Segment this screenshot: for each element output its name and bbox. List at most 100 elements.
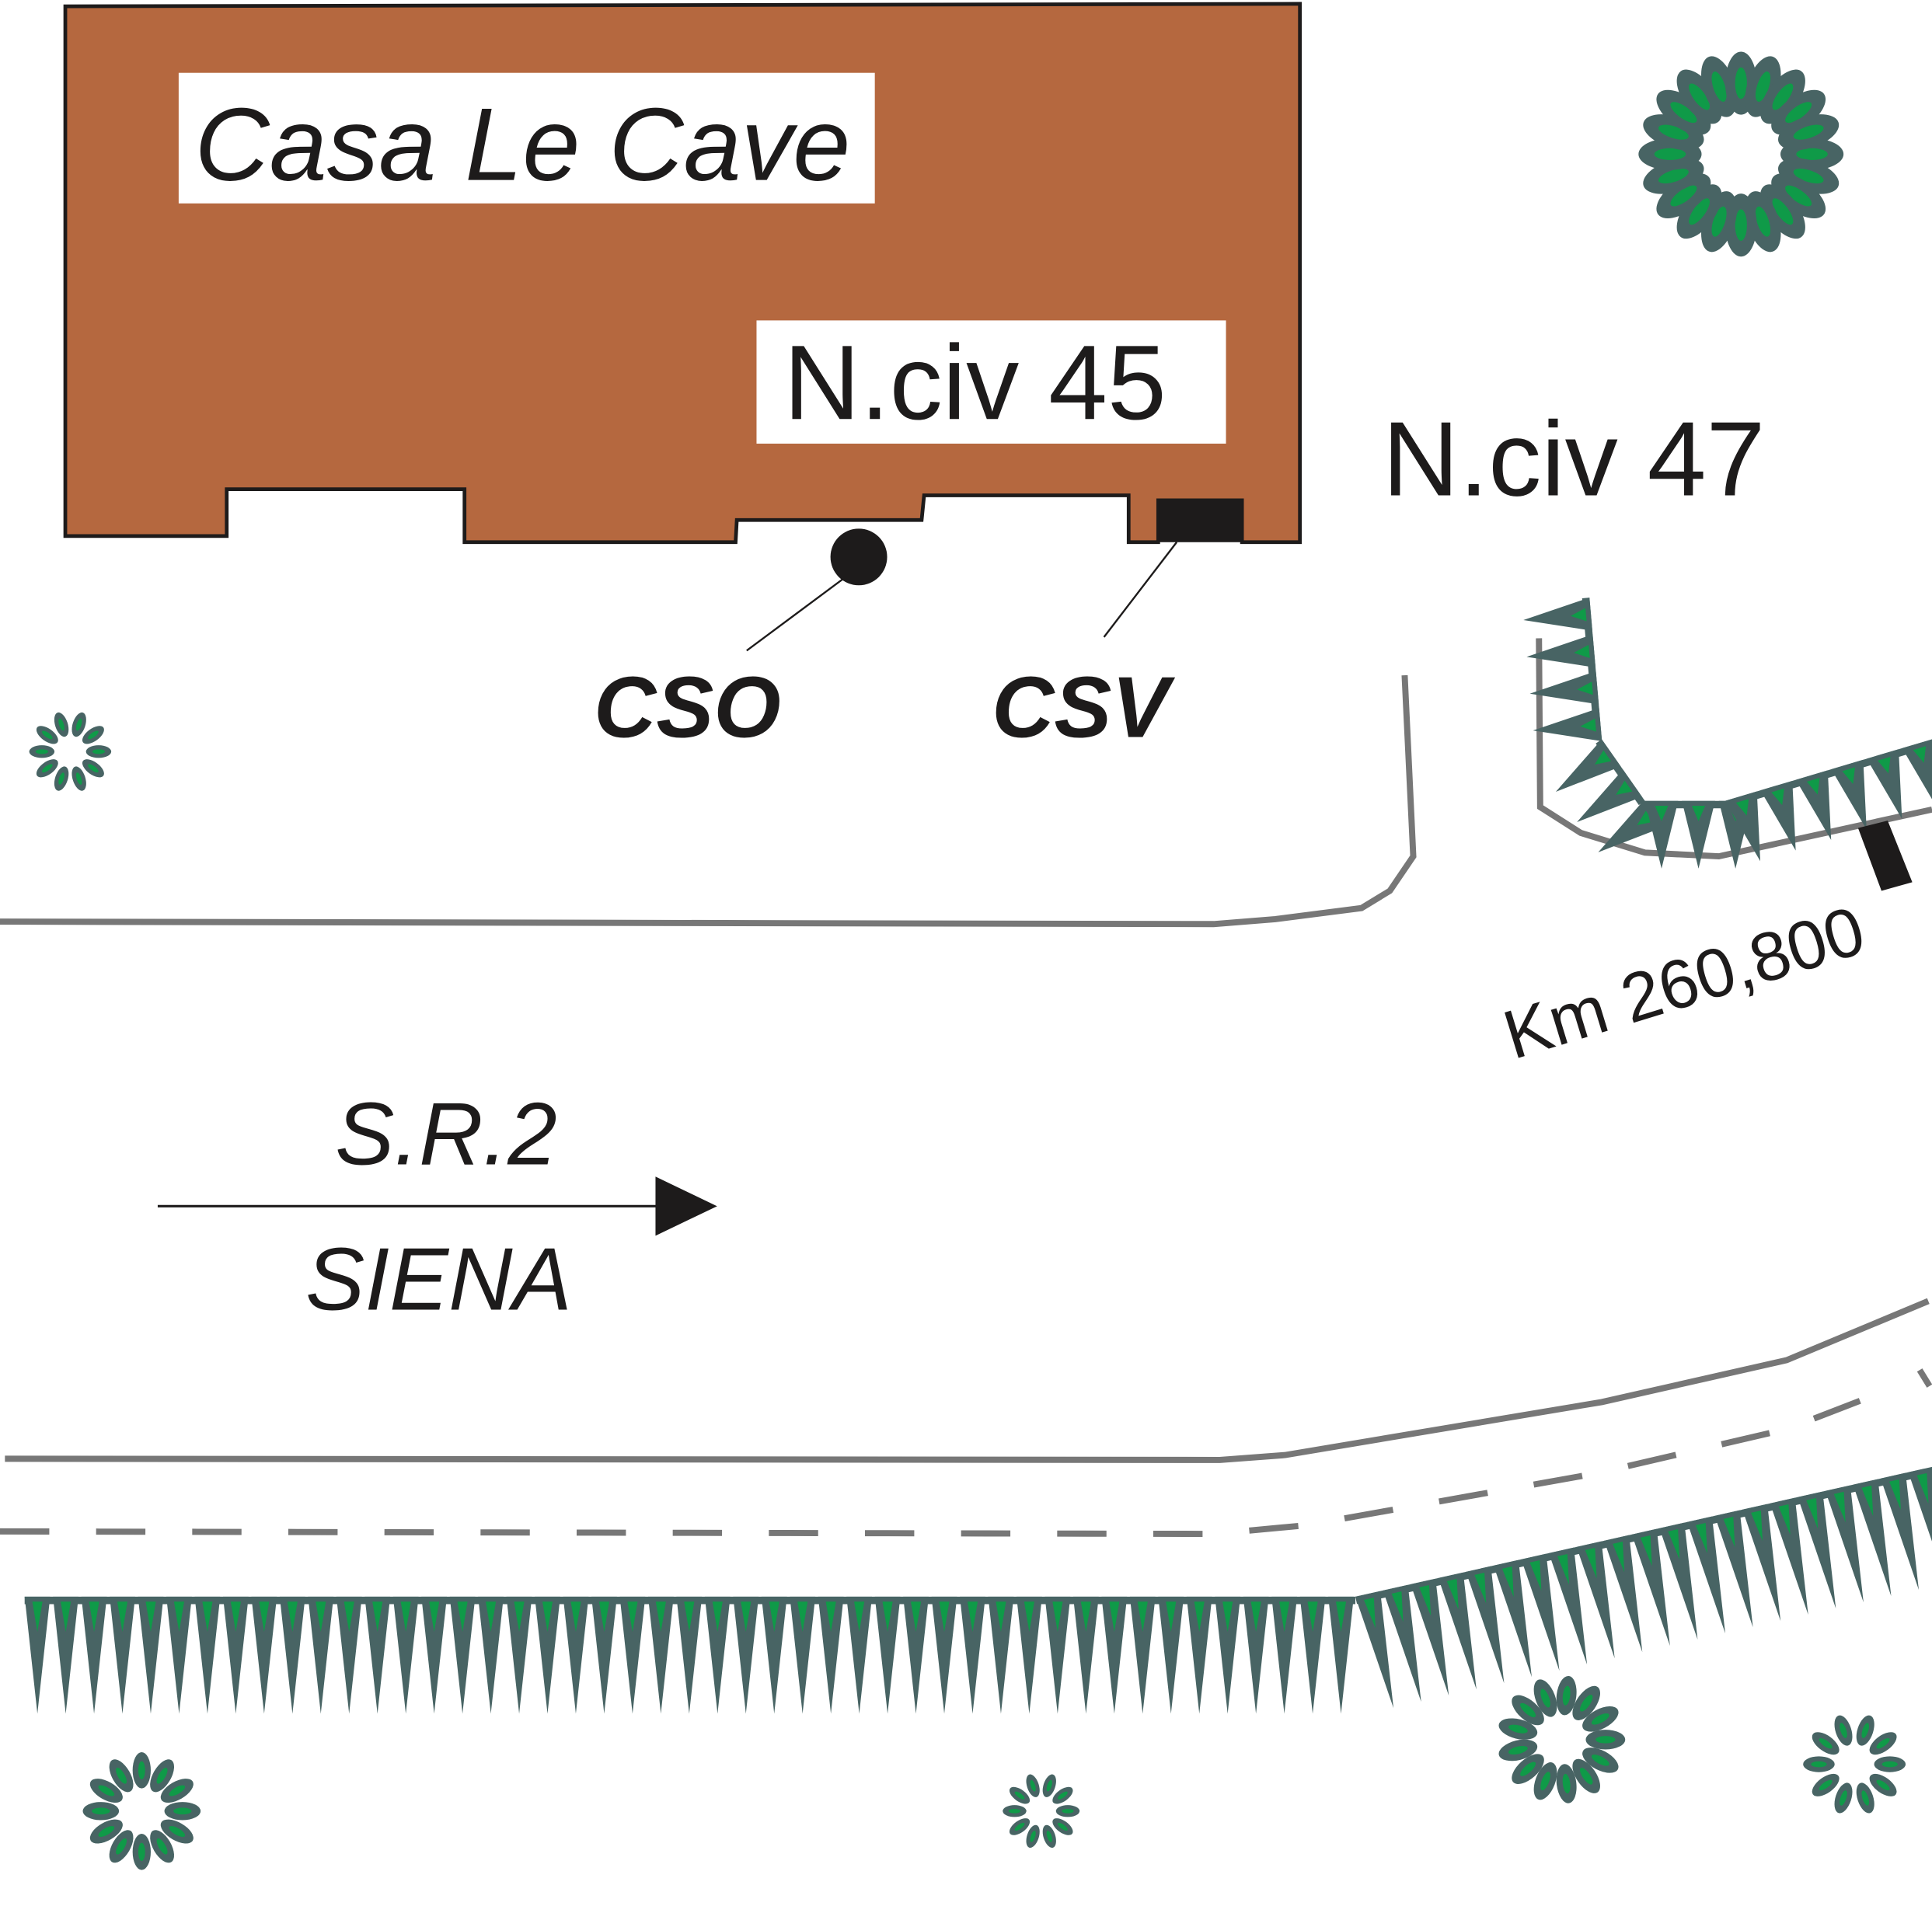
hedge-spike [1072,1596,1099,1714]
csv-leader-line [1103,542,1178,638]
hedge-spike-leaf [1861,1485,1874,1517]
hedge-spike-leaf [1080,1601,1091,1633]
hedge-spike-leaf [145,1601,156,1633]
hedge-spike-leaf [570,1601,581,1633]
hedge-spike [1631,1528,1670,1646]
hedge-spike [704,1596,731,1714]
hedge-spike-leaf [1695,1522,1707,1554]
hedge-spike-leaf [1574,644,1590,658]
house-number-47: N.civ 47 [1383,400,1765,518]
hedge-spike-leaf [1655,806,1669,821]
hedge-spike [1770,1497,1808,1615]
hedge-spike [1725,791,1761,862]
hedge-spike [1101,1596,1128,1714]
hedge-spike [1529,671,1599,705]
hedge-spike [308,1596,334,1714]
hedge-spike-leaf [741,1601,752,1633]
house-number-45: N.civ 45 [783,323,1166,441]
hedge-spike [166,1596,192,1714]
hedge-spike [818,1596,844,1714]
hedge-spike-leaf [542,1601,553,1633]
hedge-spike-leaf [1637,810,1654,825]
cso-label: CSO [594,659,780,755]
hedge-spike-leaf [1723,1516,1735,1548]
hedge-spike [790,1596,816,1714]
hedge-spike-leaf [1501,1566,1514,1598]
hedge-spike [506,1596,532,1714]
hedge-spike [110,1596,135,1714]
hedge-spike [279,1596,305,1714]
hedge-spike [563,1596,589,1714]
hedge-spike [1714,1510,1753,1628]
milestone-label: Km 260,800 [1495,891,1874,1074]
hedge-spike-leaf [1778,1504,1791,1535]
hedge-spike-leaf [1166,1601,1177,1633]
hedge-spike [1742,1504,1781,1622]
hedge-spike [1526,634,1596,668]
hedge-spike-leaf [1529,1560,1542,1591]
hedge-spike [1853,1479,1892,1597]
hedge-spike [138,1596,164,1714]
hedge-spike-leaf [1916,1472,1929,1504]
hedge-spike [874,1596,901,1714]
hedge-spike [364,1596,391,1714]
hedge-spike [1659,1522,1698,1640]
hedge-spike-leaf [627,1601,638,1633]
hedge-spike [1355,1591,1394,1709]
hedge-spike-leaf [1137,1601,1148,1633]
hedge-spike-leaf [1806,778,1820,795]
hedge-spike-leaf [457,1601,468,1633]
hedge-spike [449,1596,476,1714]
hedge-spike-leaf [1842,767,1855,784]
main-road-north-edge [5,1298,1930,1463]
hedge-spike [194,1596,221,1714]
hedge-spike-leaf [910,1601,922,1633]
hedge-spike [1129,1596,1156,1714]
hedge-spike [1533,708,1602,741]
hedge-spike [1411,1578,1449,1696]
hedge-spike-leaf [1771,788,1784,806]
hedge-spike-leaf [854,1601,865,1633]
hedge-spike-leaf [316,1601,326,1633]
hedge-spike-leaf [1585,1548,1597,1579]
hedge-spike-leaf [89,1601,99,1633]
main-road-centerline-end [1916,1368,1932,1388]
main-road-centerline [0,1390,1881,1538]
hedge-spike [931,1596,957,1714]
hedge-spike-leaf [1888,1479,1901,1511]
hedge-spike-leaf [712,1601,723,1633]
hedge-spike [24,1596,51,1714]
hedge-spike [1798,1491,1836,1609]
hedge-spike [960,1596,985,1714]
hedge-spike [1686,1516,1725,1634]
hedge-spike [1017,1596,1042,1714]
tree-icon [82,1751,201,1870]
hedge-spike-leaf [1594,750,1612,765]
hedge-spike-leaf [684,1601,695,1633]
hedge-spike-leaf [1691,806,1706,821]
hedge-spike-leaf [1668,1528,1680,1560]
hedge-spike [1299,1596,1326,1714]
hedge-spike [1521,1553,1560,1671]
hedge-spike-leaf [173,1601,185,1633]
hedge-spike [535,1596,560,1714]
hedge-spike-leaf [230,1601,241,1633]
hedge-spike-leaf [1279,1601,1290,1633]
building-name-box [178,72,875,204]
hedge-spike-leaf [1878,756,1891,774]
hedge-spike-leaf [939,1601,950,1633]
hedge-spike-leaf [1391,1591,1404,1622]
square-marker-icon [1159,500,1243,542]
hedge-spike-leaf [372,1601,383,1633]
hedge-spike-leaf [287,1601,298,1633]
tree-icon [29,712,112,791]
hedge-spike-leaf [1364,1598,1376,1629]
hedge-spike [421,1596,448,1714]
hedge-spike [1271,1596,1298,1714]
hedge-spike [647,1596,674,1714]
hedge-spike [1831,759,1867,830]
tree-icon [1638,51,1844,257]
hedge-spike [1158,1596,1184,1714]
hedge-spike [1795,770,1832,841]
hedge-spike-leaf [1640,1535,1652,1566]
